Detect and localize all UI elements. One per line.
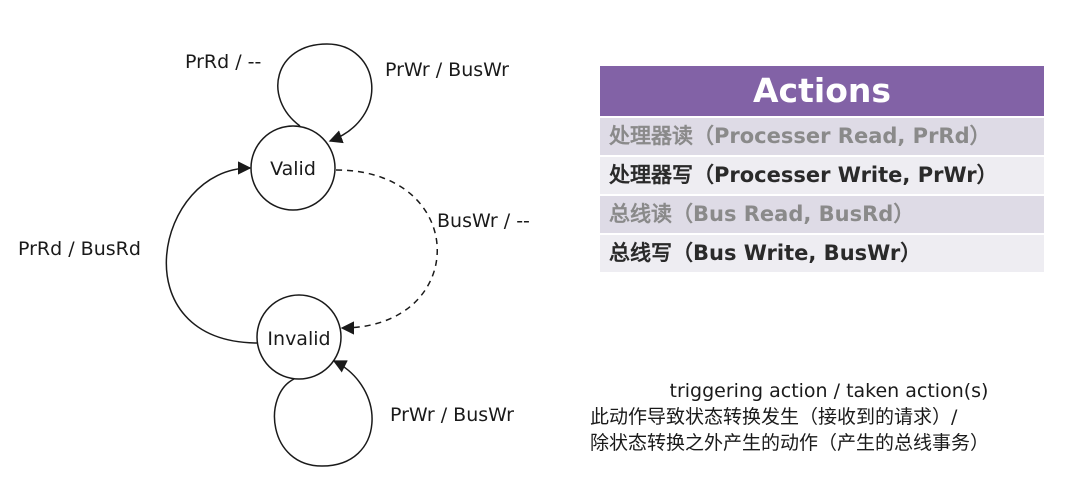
valid-to-invalid-arrow <box>335 169 438 335</box>
invalid-self-loop-arrow <box>273 360 373 467</box>
action-row-bus-read: 总线读（Bus Read, BusRd） <box>600 196 1044 233</box>
valid-self-loop-arrow <box>277 43 373 144</box>
valid-state-label: Valid <box>270 158 316 180</box>
invalid-state-circle <box>256 294 342 380</box>
legend-line-action: 除状态转换之外产生的动作（产生的总线事务） <box>590 432 990 454</box>
actions-table: Actions 处理器读（Processer Read, PrRd） 处理器写（… <box>600 66 1044 272</box>
action-row-bus-write: 总线写（Bus Write, BusWr） <box>600 235 1044 272</box>
actions-title: Actions <box>600 66 1044 116</box>
legend-line-format: triggering action / taken action(s) <box>669 380 989 402</box>
invalid-state-label: Invalid <box>267 328 330 350</box>
invalid-state: Invalid <box>256 294 342 380</box>
valid-to-invalid-label: BusWr / -- <box>437 210 530 232</box>
action-row-processor-write: 处理器写（Processer Write, PrWr） <box>600 157 1044 194</box>
invalid-to-valid-label: PrRd / BusRd <box>18 238 141 260</box>
valid-self-read-label: PrRd / -- <box>185 51 261 73</box>
action-row-processor-read: 处理器读（Processer Read, PrRd） <box>600 118 1044 155</box>
state-diagram: Valid Invalid PrRd / -- PrWr / BusWr Bus… <box>18 43 530 467</box>
invalid-self-write-label: PrWr / BusWr <box>390 404 514 426</box>
valid-self-write-label: PrWr / BusWr <box>385 59 509 81</box>
valid-state: Valid <box>250 125 336 211</box>
transition-label-legend: triggering action / taken action(s) 此动作导… <box>560 378 1080 456</box>
legend-line-trigger: 此动作导致状态转换发生（接收到的请求）/ <box>590 406 958 428</box>
invalid-to-valid-arrow <box>165 161 259 344</box>
